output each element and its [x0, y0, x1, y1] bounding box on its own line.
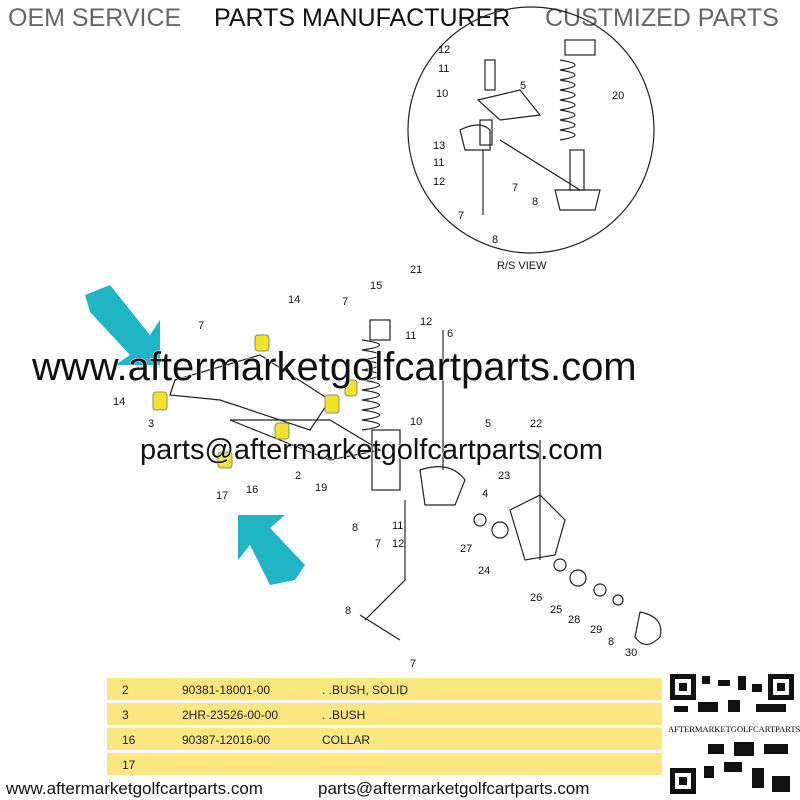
callout: 12: [392, 538, 405, 550]
callout: 7: [198, 320, 205, 332]
callout: 15: [370, 280, 383, 292]
callout: 21: [410, 264, 423, 276]
ref: 16: [122, 733, 136, 747]
callout: 10: [410, 416, 423, 428]
inset-circle: [407, 6, 655, 254]
table-row: 16 90387-12016-00 COLLAR: [107, 728, 662, 750]
inset-caption: R/S VIEW: [497, 260, 547, 272]
callout: 22: [530, 418, 543, 430]
inset-parts: [459, 39, 601, 215]
callout: 26: [530, 592, 543, 604]
ref: 3: [122, 708, 129, 722]
header-oem-service: OEM SERVICE: [8, 4, 182, 32]
callout: 11: [438, 63, 450, 75]
main-parts: [169, 319, 662, 646]
callout: 8: [532, 196, 539, 208]
callout: 14: [288, 294, 301, 306]
callout: 19: [315, 482, 328, 494]
callout: 7: [342, 296, 349, 308]
callout: 17: [216, 490, 229, 502]
part-no: 90387-12016-00: [182, 733, 271, 747]
callout: 7: [512, 182, 519, 194]
callout: 8: [345, 605, 352, 617]
callout: 25: [550, 604, 563, 616]
ref: 2: [122, 683, 129, 697]
callout: 5: [520, 80, 527, 92]
qr-label: AFTERMARKETGOLFCARTPARTS: [668, 724, 800, 734]
table-row: 3 2HR-23526-00-00 . .BUSH: [107, 703, 662, 725]
table-row: 2 90381-18001-00 . .BUSH, SOLID: [107, 678, 662, 700]
callout: 4: [482, 488, 489, 500]
watermark-email: parts@aftermarketgolfcartparts.com: [140, 434, 604, 467]
callout: 5: [485, 418, 492, 430]
part-no: 2HR-23526-00-00: [182, 708, 279, 722]
footer-site: www.aftermarketgolfcartparts.com: [6, 779, 264, 799]
callout: 27: [460, 543, 473, 555]
qr-code: AFTERMARKETGOLFCARTPARTS: [668, 672, 800, 798]
qr-pattern: [670, 674, 794, 794]
callout: 12: [438, 44, 451, 56]
part-no: 90381-18001-00: [182, 683, 271, 697]
footer-email: parts@aftermarketgolfcartparts.com: [317, 779, 590, 799]
watermark-site: www.aftermarketgolfcartparts.com: [32, 345, 638, 390]
callout: 7: [410, 658, 417, 670]
table-row: 17: [107, 753, 662, 775]
callout: 11: [405, 330, 417, 342]
callout: 7: [375, 538, 382, 550]
callout: 16: [246, 484, 259, 496]
arrow-icon: [238, 515, 305, 585]
callout: 24: [478, 565, 491, 577]
header-parts-manufacturer: PARTS MANUFACTURER: [214, 4, 511, 32]
callout: 11: [392, 520, 404, 532]
callout: 28: [568, 614, 581, 626]
callout: 12: [433, 176, 446, 188]
callout: 3: [148, 418, 155, 430]
callout: 7: [458, 210, 465, 222]
callout: 2: [295, 470, 302, 482]
callout: 23: [498, 470, 511, 482]
ref: 17: [122, 758, 136, 772]
desc: . .BUSH, SOLID: [322, 683, 409, 697]
callout: 8: [352, 522, 359, 534]
callout: 8: [492, 234, 499, 246]
callout: 12: [420, 316, 433, 328]
callout: 30: [625, 647, 638, 659]
bush-highlights: [152, 334, 358, 469]
desc: COLLAR: [322, 733, 371, 747]
callout: 13: [433, 140, 446, 152]
callout: 11: [433, 157, 445, 169]
callout: 14: [113, 396, 126, 408]
callout: 10: [436, 88, 449, 100]
callout: 6: [447, 328, 454, 340]
arrow-icon: [85, 285, 160, 365]
header-customized-parts: CUSTMIZED PARTS: [545, 4, 779, 32]
callout: 20: [612, 90, 625, 102]
callout: 29: [590, 624, 603, 636]
desc: . .BUSH: [322, 708, 366, 722]
callout: 8: [608, 636, 615, 648]
